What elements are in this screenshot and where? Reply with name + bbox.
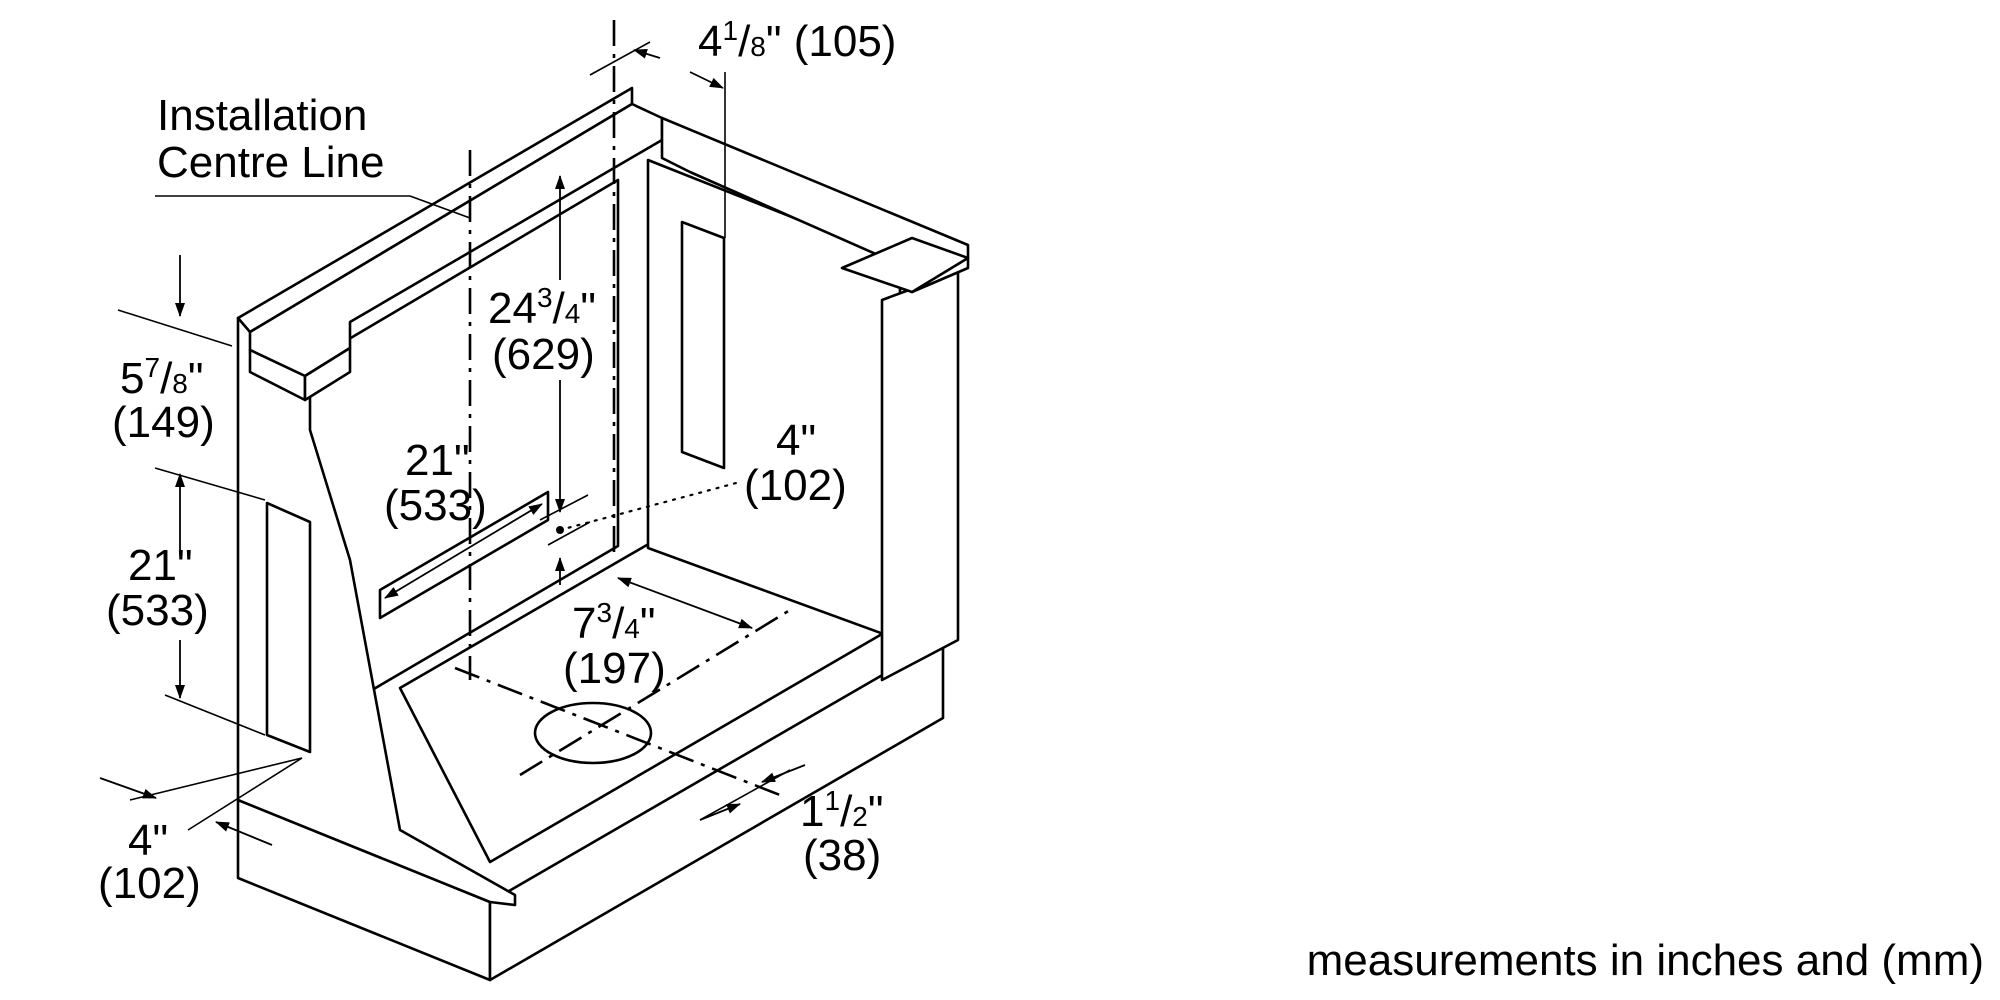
depth-dimension-mm: (149): [112, 398, 215, 447]
back-width-dimension: 21": [405, 436, 470, 485]
height-dimension: 243/4": [488, 282, 596, 333]
dimension-lines: [99, 41, 806, 846]
bottom-left-dimension: 4": [128, 816, 168, 865]
bottom-left-dimension-mm: (102): [98, 859, 201, 908]
measurement-units-note: measurements in inches and (mm): [1306, 936, 1984, 985]
installation-label-line2: Centre Line: [157, 138, 384, 187]
bottom-right-dimension: 11/2": [800, 785, 884, 836]
centre-offset-dimension-mm: (197): [563, 644, 666, 693]
side-slot: [265, 501, 312, 754]
centre-lines: [454, 20, 791, 797]
height-dimension-mm: (629): [492, 330, 595, 379]
side-height-dimension-mm: (533): [106, 586, 209, 635]
bottom-right-dimension-mm: (38): [803, 831, 881, 880]
installation-label-line1: Installation: [157, 91, 367, 140]
leader-right-offset: [558, 480, 742, 532]
top-width-dimension: 41/8" (105): [698, 15, 896, 66]
right-offset-dimension-mm: (102): [744, 461, 847, 510]
back-width-dimension-mm: (533): [384, 481, 487, 530]
reference-point: [556, 526, 564, 534]
depth-dimension: 57/8": [120, 352, 204, 403]
right-offset-dimension: 4": [776, 416, 816, 465]
duct-opening: [533, 701, 653, 765]
side-height-dimension: 21": [128, 541, 193, 590]
wall-slot: [680, 220, 726, 470]
centre-offset-dimension: 73/4": [572, 597, 656, 648]
